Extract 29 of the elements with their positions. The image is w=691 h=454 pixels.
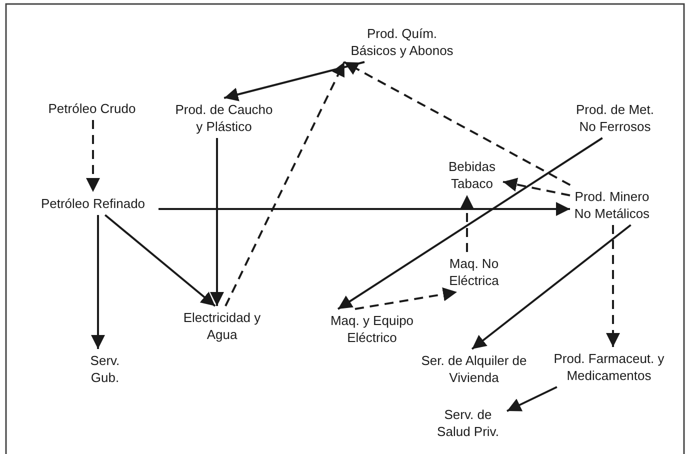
sector-label: Prod. Minero No Metálicos: [573, 188, 651, 222]
sector-label: Serv. Gub.: [84, 352, 126, 386]
arrow: [210, 138, 224, 306]
arrow: [337, 137, 603, 310]
arrow: [344, 61, 571, 186]
arrow: [606, 225, 620, 347]
sector-label: Bebidas Tabaco: [444, 158, 500, 192]
arrow: [471, 224, 632, 350]
arrow: [354, 287, 458, 310]
sector-label: Prod. de Met. No Ferrosos: [569, 101, 661, 135]
arrow: [506, 386, 558, 412]
sector-label: Maq. No Eléctrica: [443, 255, 505, 289]
arrow: [86, 120, 100, 192]
sector-label: Prod. Quím. Básicos y Abonos: [346, 25, 458, 59]
arrow: [104, 214, 216, 307]
arrow: [224, 62, 346, 306]
sector-label: Electricidad y Agua: [182, 309, 262, 343]
arrow: [224, 61, 365, 102]
arrow: [502, 178, 570, 196]
sector-label: Petróleo Refinado: [30, 195, 156, 212]
arrow: [91, 215, 105, 349]
sector-label: Ser. de Alquiler de Vivienda: [420, 352, 528, 386]
arrow: [460, 195, 474, 252]
sector-label: Petróleo Crudo: [37, 100, 147, 117]
sector-label: Prod. Farmaceut. y Medicamentos: [546, 350, 672, 384]
sector-label: Serv. de Salud Priv.: [432, 406, 504, 440]
sector-label: Prod. de Caucho y Plástico: [172, 101, 276, 135]
sector-label: Maq. y Equipo Eléctrico: [323, 312, 421, 346]
arrow: [158, 202, 570, 216]
